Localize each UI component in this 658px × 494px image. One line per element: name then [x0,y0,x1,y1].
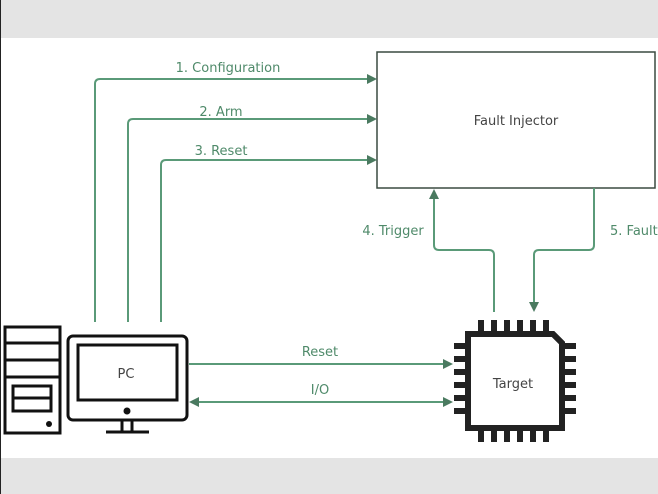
chip-pin-left [454,395,468,401]
chip-pin-top [530,320,536,334]
chip-pin-left [454,356,468,362]
chip-pin-left [454,343,468,349]
edge-trigger [429,189,495,312]
chip-pin-right [562,395,576,401]
fault-injector-node: Fault Injector [376,51,656,189]
pc-tower-icon [3,325,62,435]
chip-pin-bottom [517,428,523,442]
chip-pin-right [562,382,576,388]
edge-label-reset-target: Reset [302,345,338,360]
chip-pin-top [478,320,484,334]
edge-arm [127,114,377,322]
pc-node: PC [66,334,189,434]
fault-injector-box [376,51,656,189]
monitor-power-dot [123,407,131,415]
chip-pin-top [504,320,510,334]
edge-label-io: I/O [311,383,329,398]
edge-reset-fi [160,155,377,322]
pc-label: PC [118,367,135,382]
target-node: Target [454,320,576,442]
edge-label-reset-fi: 3. Reset [195,144,248,159]
chip-pin-left [454,382,468,388]
chip-pin-right [562,408,576,414]
monitor-stand [106,420,149,434]
edge-label-trigger: 4. Trigger [362,224,424,239]
left-edge [0,0,1,494]
chip-pin-left [454,408,468,414]
chip-pin-top [517,320,523,334]
top-band [0,0,658,38]
chip-pin-right [562,369,576,375]
chip-pin-bottom [543,428,549,442]
chip-pin-bottom [478,428,484,442]
chip-pin-right [562,343,576,349]
fault-injector-label: Fault Injector [474,114,559,129]
edge-label-fault: 5. Fault [610,224,658,239]
chip-pins [454,320,576,442]
chip-pin-right [562,356,576,362]
chip-pin-left [454,369,468,375]
chip-pin-bottom [491,428,497,442]
edge-label-arm: 2. Arm [199,105,242,120]
monitor-screen [76,343,179,402]
edge-fault [529,188,595,312]
chip-body [465,331,565,431]
bottom-band [0,458,658,494]
edge-configuration [94,74,377,322]
target-label: Target [492,377,533,392]
edge-label-configuration: 1. Configuration [176,61,281,76]
chip-pin-top [491,320,497,334]
chip-pin-top [543,320,549,334]
chip-pin-bottom [504,428,510,442]
chip-pin-bottom [530,428,536,442]
